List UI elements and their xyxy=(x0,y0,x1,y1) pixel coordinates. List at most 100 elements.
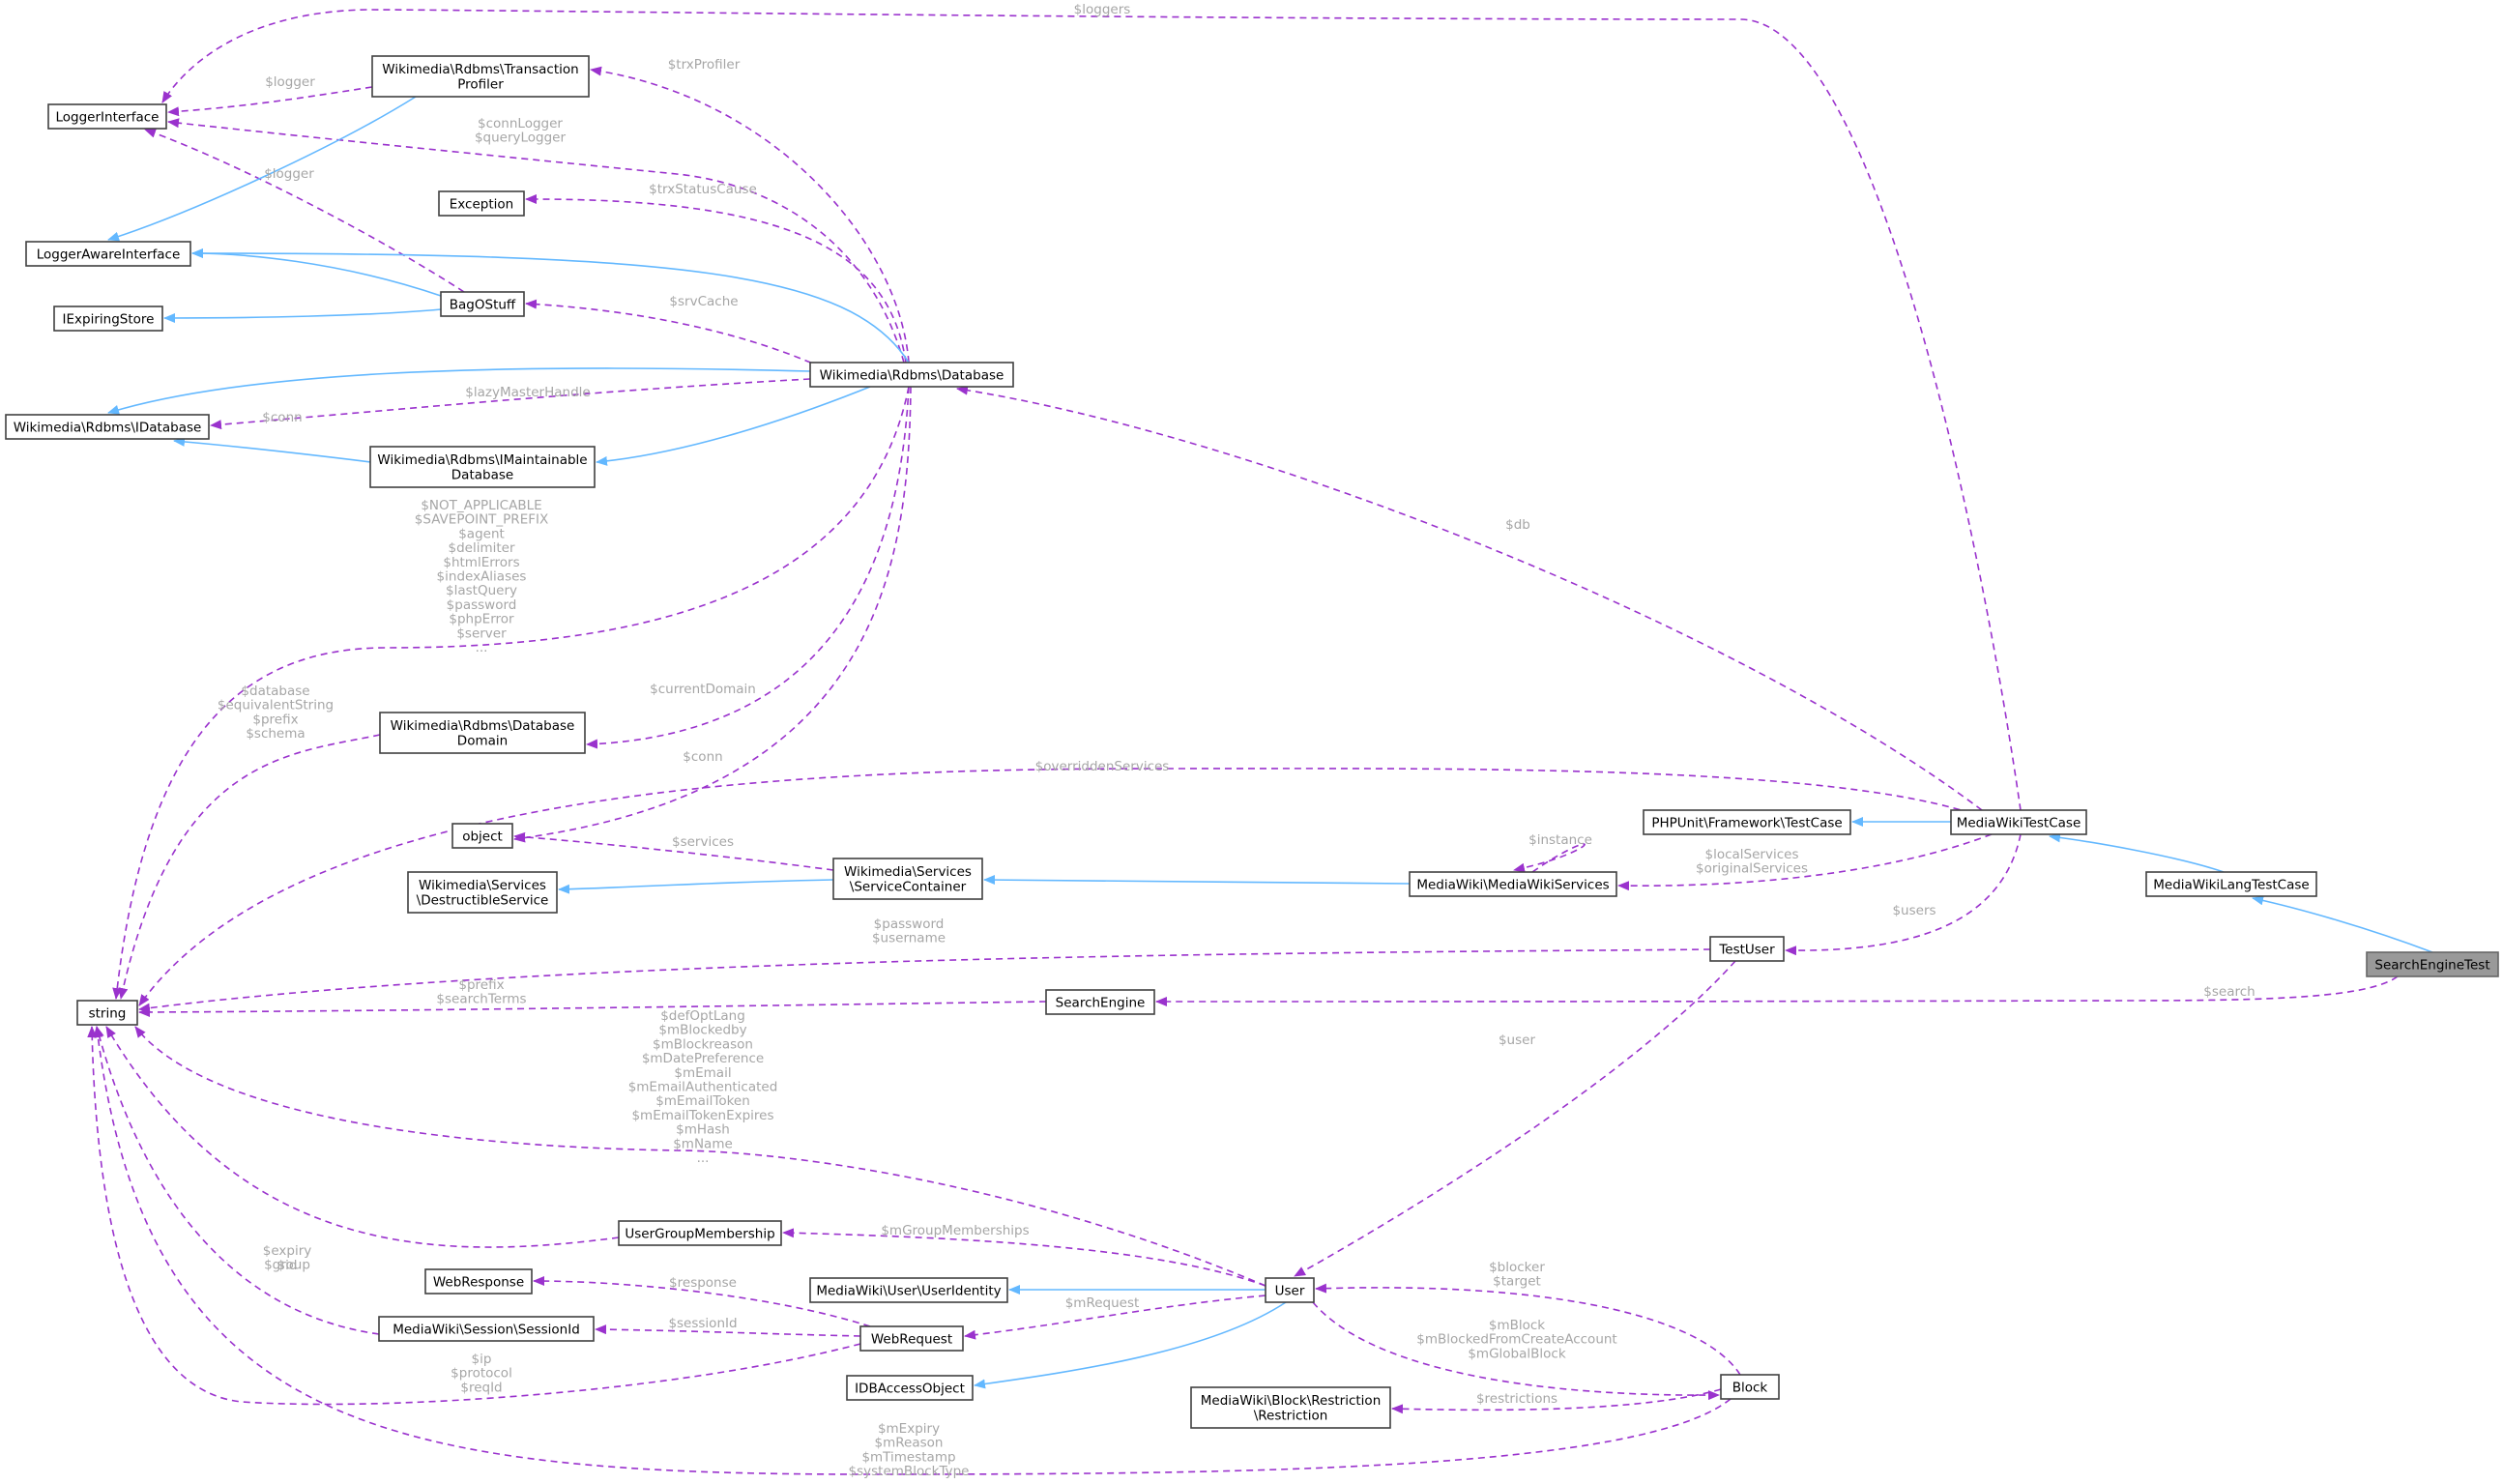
node-bag-o-stuff-box xyxy=(440,291,525,317)
edge-overridden xyxy=(138,768,1983,1006)
edge-label-user-strings: $mBlockreason xyxy=(653,1036,753,1052)
node-service-container[interactable]: Wikimedia\Services\ServiceContainer xyxy=(832,858,983,900)
edge-label-conn-logger: $connLogger xyxy=(478,116,563,131)
edge-label-db-strings: $lastQuery xyxy=(446,583,517,598)
node-user-box xyxy=(1265,1277,1315,1303)
node-block[interactable]: Block xyxy=(1720,1374,1780,1400)
node-user-identity[interactable]: MediaWiki\User\UserIdentity xyxy=(809,1277,1008,1303)
edge-label-test-user-strings: $password xyxy=(874,917,945,932)
edge-blocker xyxy=(1315,1283,1741,1376)
edge-label-local-services: $originalServices xyxy=(1696,861,1808,877)
node-session-id[interactable]: MediaWiki\Session\SessionId xyxy=(378,1316,595,1342)
node-user-group-membership[interactable]: UserGroupMembership xyxy=(618,1220,782,1246)
node-database-domain-label: Domain xyxy=(457,734,508,749)
edge-label-user-strings: $mBlockedby xyxy=(658,1023,746,1038)
edge-label-block-strings: $mTimestamp xyxy=(861,1449,955,1465)
node-destructible-service-box xyxy=(407,871,558,914)
node-transaction-profiler-label: Profiler xyxy=(457,77,504,93)
edge-label-lazy-master: $lazyMasterHandle xyxy=(465,385,590,400)
edge-inh-bag-ies xyxy=(163,308,442,323)
node-search-engine-label: SearchEngine xyxy=(1056,995,1146,1010)
node-imaintainable-database-label: Wikimedia\Rdbms\IMaintainable xyxy=(377,452,587,468)
edge-label-blocker: $target xyxy=(1493,1274,1541,1290)
node-idatabase[interactable]: Wikimedia\Rdbms\IDatabase xyxy=(5,414,210,440)
node-string[interactable]: string xyxy=(76,1000,138,1026)
edge-label-search: $search xyxy=(2203,984,2255,1000)
node-search-engine[interactable]: SearchEngine xyxy=(1045,989,1155,1015)
edge-label-user-strings: $mEmailToken xyxy=(655,1093,750,1109)
edge-test-user-user xyxy=(1294,960,1736,1277)
edge-label-user-strings: $mEmailTokenExpires xyxy=(631,1108,773,1123)
node-mediawiki-lang-testcase[interactable]: MediaWikiLangTestCase xyxy=(2145,871,2317,897)
edge-label-search-engine-strings: $prefix xyxy=(458,977,504,993)
node-string-label: string xyxy=(89,1005,127,1021)
edge-trx-status xyxy=(525,193,907,364)
node-user[interactable]: User xyxy=(1265,1277,1315,1303)
edge-label-user-strings: $mEmailAuthenticated xyxy=(628,1080,778,1095)
node-transaction-profiler-box xyxy=(371,55,590,98)
edge-label-domain-strings: $prefix xyxy=(252,712,298,727)
edge-label-db-strings: $delimiter xyxy=(448,540,514,556)
node-idatabase-label: Wikimedia\Rdbms\IDatabase xyxy=(14,420,202,435)
edge-label-session-strings: $id xyxy=(277,1258,298,1273)
node-mediawiki-services[interactable]: MediaWiki\MediaWikiServices xyxy=(1409,871,1617,897)
edge-label-user-strings: $mName xyxy=(673,1136,733,1151)
edge-group-memberships xyxy=(782,1228,1266,1287)
edge-label-srv-cache: $srvCache xyxy=(669,294,738,309)
edge-restrictions xyxy=(1391,1388,1722,1414)
node-destructible-service-label: Wikimedia\Services xyxy=(419,878,546,893)
edge-ugm-strings xyxy=(105,1026,620,1248)
edge-label-local-services: $localServices xyxy=(1705,847,1799,862)
node-service-container-label: \ServiceContainer xyxy=(850,880,967,895)
node-logger-aware-interface[interactable]: LoggerAwareInterface xyxy=(25,241,191,267)
edge-label-conn-idb: $conn xyxy=(262,410,302,425)
node-mediawiki-testcase[interactable]: MediaWikiTestCase xyxy=(1950,809,2087,835)
node-restriction-box xyxy=(1190,1386,1391,1429)
node-phpunit-testcase[interactable]: PHPUnit\Framework\TestCase xyxy=(1643,809,1851,835)
node-idb-access-object[interactable]: IDBAccessObject xyxy=(846,1375,974,1401)
edge-label-db-strings: $indexAliases xyxy=(437,569,527,585)
node-test-user-label: TestUser xyxy=(1718,942,1775,957)
node-object[interactable]: object xyxy=(451,823,513,849)
node-restriction-label: \Restriction xyxy=(1254,1409,1328,1424)
edge-label-domain-strings: $equivalentString xyxy=(218,698,334,713)
node-restriction[interactable]: MediaWiki\Block\Restriction\Restriction xyxy=(1190,1386,1391,1429)
edge-label-current-domain: $currentDomain xyxy=(650,682,756,697)
node-iexpiring-store[interactable]: IExpiringStore xyxy=(53,306,163,332)
node-test-user[interactable]: TestUser xyxy=(1709,936,1785,962)
node-block-label: Block xyxy=(1732,1380,1768,1395)
edge-label-m-block: $mGlobalBlock xyxy=(1468,1346,1565,1361)
node-exception[interactable]: Exception xyxy=(438,190,525,217)
edge-bag-logger xyxy=(144,129,465,293)
node-destructible-service[interactable]: Wikimedia\Services\DestructibleService xyxy=(407,871,558,914)
edge-label-conn-logger: $queryLogger xyxy=(475,131,567,146)
edge-inh-imaint-idb xyxy=(173,436,388,465)
node-web-request-box xyxy=(859,1325,964,1352)
edge-inh-db-lai xyxy=(191,248,910,364)
node-database-box xyxy=(809,362,1014,388)
edge-label-test-user-strings: $username xyxy=(872,931,946,946)
node-string-box xyxy=(76,1000,138,1026)
edge-m-request xyxy=(964,1295,1266,1340)
node-logger-interface[interactable]: LoggerInterface xyxy=(47,103,167,130)
edge-inh-tp-lai xyxy=(107,96,417,242)
edge-label-user-strings: $mEmail xyxy=(674,1065,731,1081)
node-search-engine-test[interactable]: SearchEngineTest xyxy=(2366,951,2499,977)
node-web-request[interactable]: WebRequest xyxy=(859,1325,964,1352)
node-web-response[interactable]: WebResponse xyxy=(424,1268,533,1295)
edge-label-response: $response xyxy=(669,1275,737,1291)
node-database[interactable]: Wikimedia\Rdbms\Database xyxy=(809,362,1014,388)
node-bag-o-stuff[interactable]: BagOStuff xyxy=(440,291,525,317)
edge-trx-profiler xyxy=(590,66,910,364)
edge-label-user-strings: $defOptLang xyxy=(660,1008,745,1024)
edge-label-web-request-strings: $protocol xyxy=(451,1366,512,1382)
edge-label-blocker: $blocker xyxy=(1489,1260,1545,1275)
edge-label-ugm-strings: $expiry xyxy=(263,1243,312,1259)
edge-inh-user-idb xyxy=(974,1301,1287,1389)
edge-web-request-strings xyxy=(87,1026,861,1406)
node-search-engine-test-label: SearchEngineTest xyxy=(2374,957,2489,973)
node-session-id-box xyxy=(378,1316,595,1342)
